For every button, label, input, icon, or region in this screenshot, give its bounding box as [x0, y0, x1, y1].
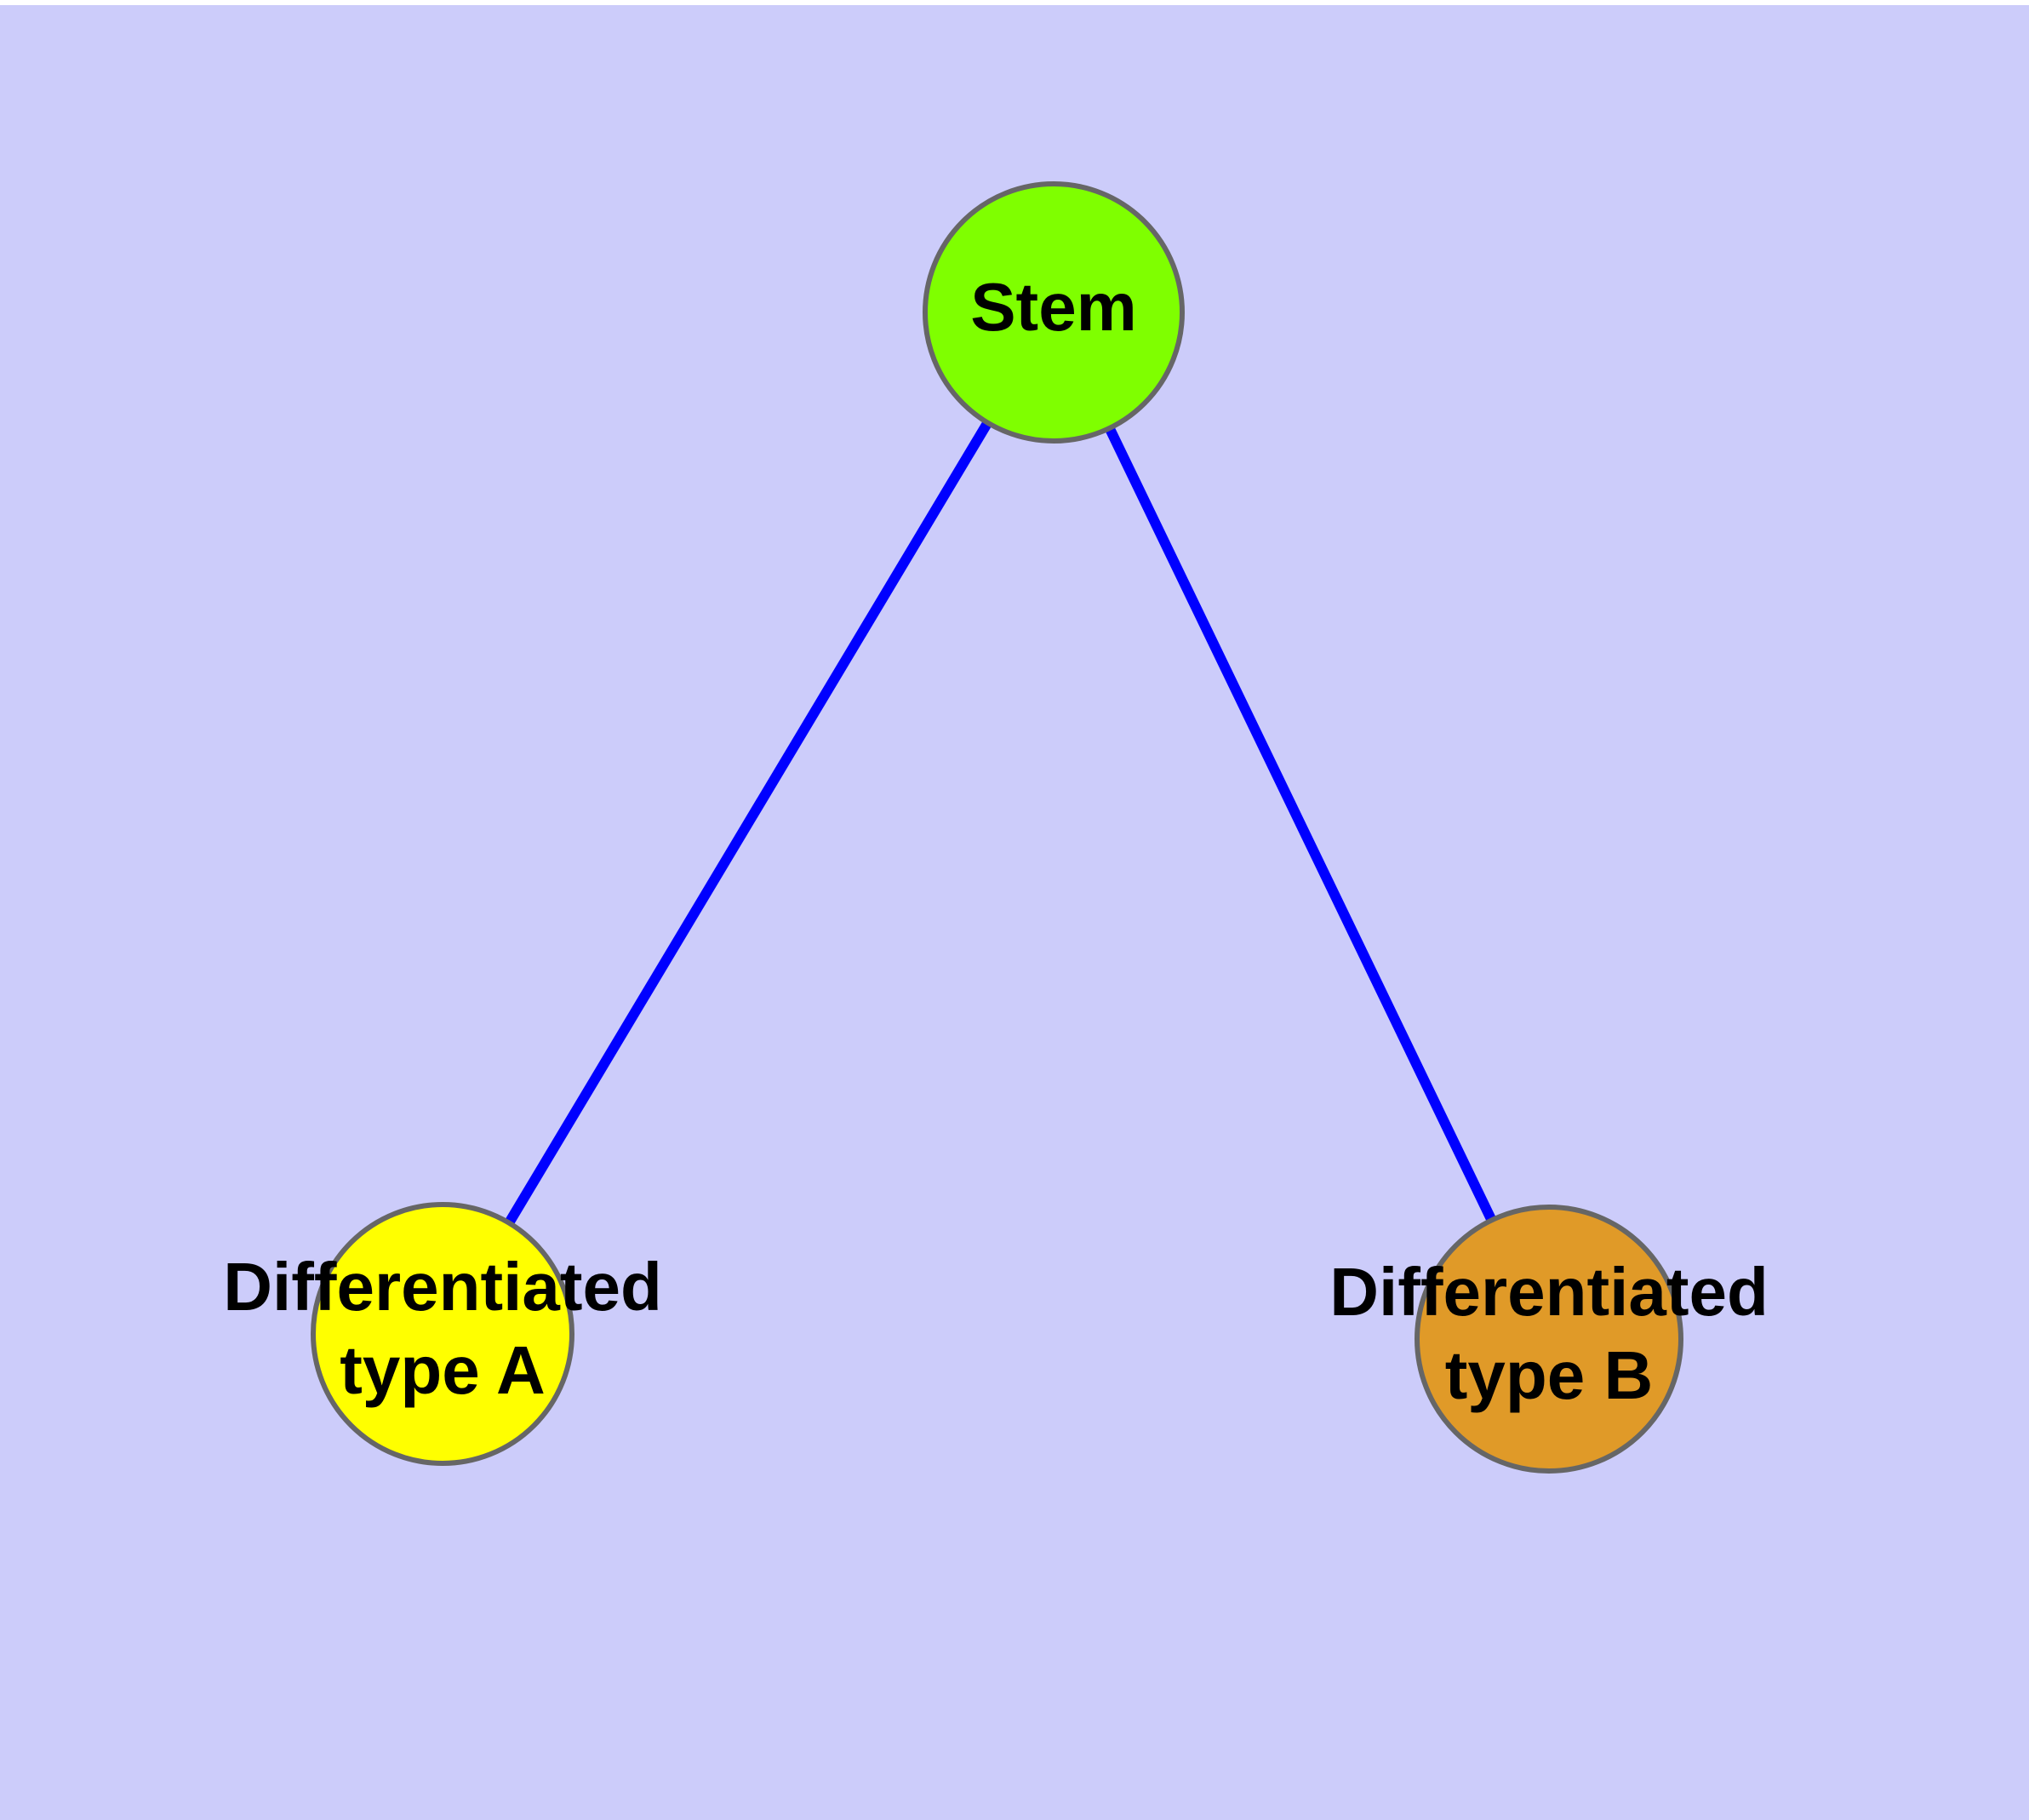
- edges-layer: [437, 309, 1554, 1342]
- graph-edge[interactable]: [1049, 310, 1554, 1342]
- graph-node-label-line: type B: [1445, 1337, 1654, 1413]
- graph-node-label-line: Stem: [970, 269, 1137, 345]
- graph-node-label-line: Differentiated: [223, 1249, 662, 1325]
- graph-node-diff_a[interactable]: [311, 1202, 574, 1466]
- graph-edge[interactable]: [437, 309, 1059, 1337]
- graph-node-stem[interactable]: [923, 181, 1185, 444]
- graph-node-diff_b[interactable]: [1415, 1205, 1683, 1474]
- graph-node-label-line: type A: [340, 1332, 546, 1408]
- nodes-layer: [311, 181, 1683, 1474]
- graph-node-label-stem: Stem: [970, 269, 1137, 345]
- graph-node-label-line: Differentiated: [1329, 1254, 1769, 1330]
